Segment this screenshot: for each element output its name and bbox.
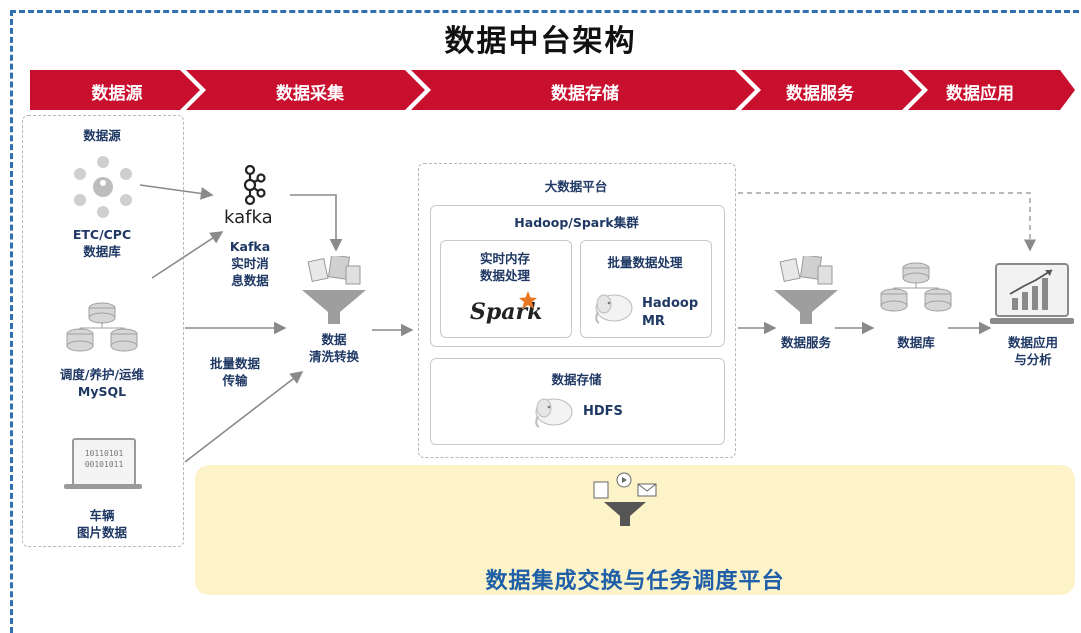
- source-heading: 数据源: [83, 128, 121, 143]
- hadoop-elephant-icon: [595, 294, 633, 324]
- service-database-icon: [880, 262, 952, 312]
- hdfs-elephant-icon: [535, 398, 573, 428]
- integration-funnel-icon: [593, 472, 657, 526]
- big-data-platform-panel: [418, 163, 736, 458]
- integration-platform-title: 数据集成交换与任务调度平台: [485, 569, 785, 594]
- stage-chevron-1: [30, 70, 200, 110]
- arrow-platform-to-app-dashed: [738, 192, 1036, 252]
- page-title: 数据中台架构: [444, 24, 637, 59]
- platform-title: 大数据平台: [544, 179, 608, 194]
- kafka-label-2: 实时消: [231, 256, 269, 271]
- stage-banner: [30, 70, 1075, 110]
- arrow-vehicle-to-clean: [184, 371, 304, 463]
- connector-arrows: [139, 184, 1036, 463]
- clean-label-2: 清洗转换: [308, 349, 359, 364]
- hadoop-label-1: Hadoop: [642, 296, 699, 311]
- data-storage-card: [430, 358, 725, 445]
- realtime-label-2: 数据处理: [479, 268, 530, 283]
- etc-label-2: 数据库: [83, 244, 121, 259]
- hdfs-label: HDFS: [583, 404, 623, 419]
- kafka-logo-icon: [243, 164, 266, 206]
- stage-label-service: 数据服务: [786, 84, 854, 104]
- realtime-label-1: 实时内存: [479, 251, 530, 266]
- stage-chevron-4: [741, 70, 922, 110]
- arrow-kafka-to-clean: [290, 194, 343, 252]
- cleaning-funnel-icon: [302, 256, 366, 324]
- clean-label-1: 数据: [321, 332, 347, 347]
- outer-frame: [10, 10, 1079, 633]
- cluster-title: Hadoop/Spark集群: [514, 215, 639, 230]
- stage-chevron-3: [411, 70, 755, 110]
- app-label-2: 与分析: [1014, 352, 1052, 367]
- analytics-monitor-icon: [990, 263, 1074, 324]
- mysql-label-2: MySQL: [77, 384, 127, 399]
- vehicle-label-2: 图片数据: [76, 525, 127, 540]
- stage-label-application: 数据应用: [946, 84, 1014, 104]
- stage-chevron-5: [908, 70, 1075, 110]
- laptop-base: [64, 484, 142, 489]
- service-funnel-icon: [774, 256, 838, 324]
- realtime-processing-card: [440, 240, 572, 338]
- vehicle-label-1: 车辆: [89, 508, 115, 523]
- kafka-label-3: 息数据: [231, 273, 269, 288]
- stage-label-storage: 数据存储: [551, 84, 619, 104]
- batch-transfer-label-2: 传输: [222, 373, 248, 388]
- arrow-etc-to-kafka: [139, 184, 214, 200]
- batch-transfer-label-1: 批量数据: [209, 356, 260, 371]
- app-label-1: 数据应用: [1007, 335, 1058, 350]
- database-label: 数据库: [897, 335, 935, 350]
- kafka-label-1: Kafka: [229, 239, 271, 254]
- mysql-label-1: 调度/养护/运维: [59, 367, 145, 382]
- hadoop-label-2: MR: [642, 314, 665, 329]
- arrow-mysql-to-kafka: [151, 231, 224, 279]
- batch-processing-card: [580, 240, 712, 338]
- service-label: 数据服务: [780, 335, 831, 350]
- stage-label-collect: 数据采集: [276, 84, 344, 104]
- source-panel: [22, 115, 184, 547]
- laptop-binary-line-1: 10110101: [84, 449, 124, 458]
- laptop-binary-line-2: 00101011: [84, 460, 124, 469]
- stage-label-source: 数据源: [91, 84, 143, 104]
- etc-network-icon: [74, 156, 132, 218]
- kafka-wordmark: kafka: [224, 207, 273, 228]
- data-storage-title: 数据存储: [551, 372, 602, 387]
- batch-processing-title: 批量数据处理: [607, 255, 683, 270]
- integration-platform-band: [195, 465, 1075, 595]
- mysql-database-icon: [66, 302, 138, 352]
- etc-label-1: ETC/CPC: [72, 227, 132, 242]
- stage-chevron-2: [186, 70, 425, 110]
- vehicle-laptop-icon: 10110101 00101011: [72, 438, 136, 486]
- spark-star-icon: [519, 291, 537, 309]
